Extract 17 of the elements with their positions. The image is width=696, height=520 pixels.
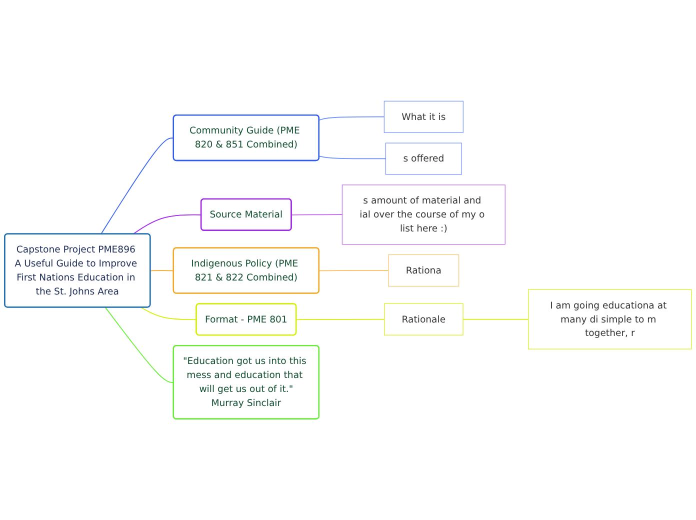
node-box: Rationa xyxy=(388,254,460,286)
connector xyxy=(100,138,174,235)
node-box: What it is xyxy=(384,100,464,133)
connector xyxy=(150,270,174,272)
node-box: s offered xyxy=(385,142,462,175)
connector xyxy=(318,116,385,120)
connector xyxy=(296,318,385,320)
connector xyxy=(104,307,174,383)
connector xyxy=(291,214,343,216)
node-box: I am going educationa at many di simple to m together, r xyxy=(528,289,692,350)
connector xyxy=(318,270,389,272)
node-box: Rationale xyxy=(384,303,464,336)
connector xyxy=(462,318,529,320)
node-box: s amount of material and ial over the course of my o list here :) xyxy=(342,184,506,245)
connector xyxy=(132,214,202,235)
connector xyxy=(318,156,386,160)
connector xyxy=(140,307,197,320)
